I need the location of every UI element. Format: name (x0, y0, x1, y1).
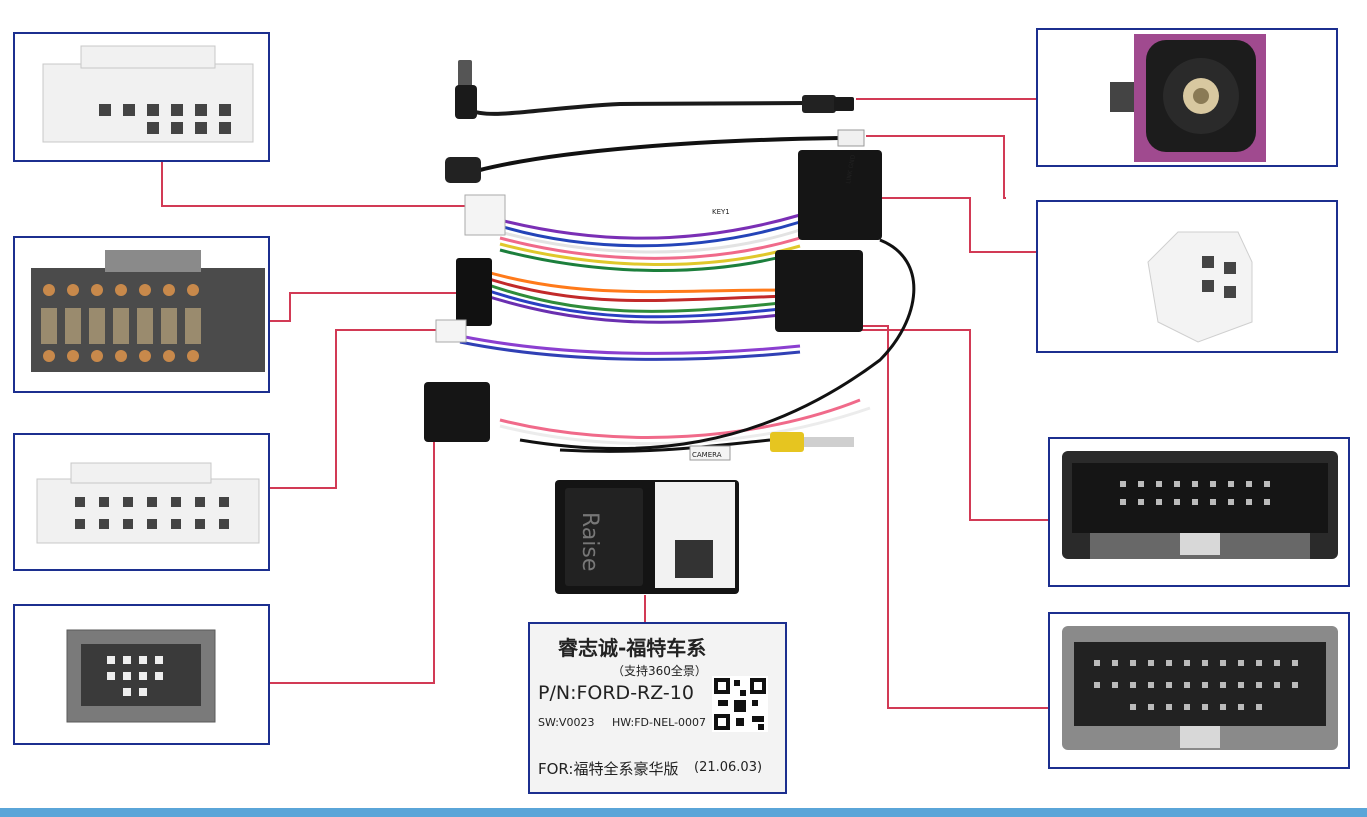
leader-lines (161, 98, 1048, 709)
leader-line-7 (880, 197, 1036, 253)
bottom-bar (0, 808, 1367, 817)
label-brand: 睿志诚-福特车系 (558, 636, 707, 660)
label-part-number: P/N:FORD-RZ-10 (538, 682, 694, 704)
connector-photo-5 (1036, 28, 1338, 167)
label-brand-text: 睿志诚 (558, 636, 618, 660)
label-hardware: HW:FD-NEL-0007 (612, 716, 707, 729)
leader-line-4 (270, 430, 435, 684)
product-label: 睿志诚-福特车系 （支持360全景） P/N:FORD-RZ-10 SW:V00… (528, 622, 787, 794)
connector-photo-7 (1048, 437, 1350, 587)
qr-code-icon (712, 676, 768, 732)
harness-bundle (459, 213, 916, 453)
connector-photo-2 (13, 236, 270, 393)
leader-line-8 (860, 329, 1048, 521)
label-support: （支持360全景） (612, 664, 707, 678)
decoder-module (555, 480, 739, 594)
leader-line-6 (866, 135, 1006, 199)
label-software: SW:V0023 (538, 716, 595, 729)
connector-photo-6 (1036, 200, 1338, 353)
connector-photo-4 (13, 604, 270, 745)
key-tag: KEY1 (712, 208, 730, 216)
connector-photo-3 (13, 433, 270, 571)
camera-tag: CAMERA (692, 451, 722, 459)
connector-photo-8 (1048, 612, 1350, 769)
harness-connectors (424, 150, 882, 461)
label-series-text: 福特车系 (626, 636, 707, 660)
aux-cable (445, 129, 865, 183)
label-for: FOR:福特全系豪华版 (538, 760, 679, 778)
connector-photo-1 (13, 32, 270, 162)
leader-line-1 (161, 162, 470, 207)
leader-line-2 (270, 292, 462, 322)
leader-line-9 (860, 325, 1048, 709)
label-date: (21.06.03) (694, 760, 763, 775)
antenna-cable (455, 60, 854, 119)
module-logo: Raise (577, 512, 602, 571)
leader-line-3 (270, 329, 438, 489)
